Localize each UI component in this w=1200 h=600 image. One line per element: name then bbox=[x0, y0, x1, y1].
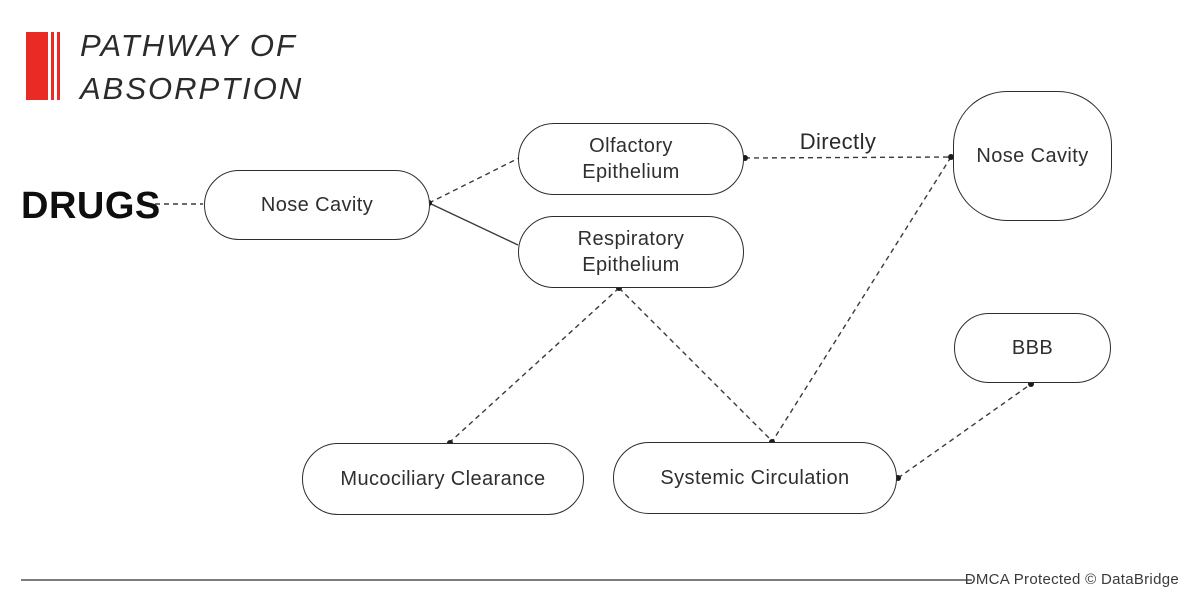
dmca-copyright-text: DMCA Protected © DataBridge bbox=[964, 571, 1179, 588]
node-label: Systemic Circulation bbox=[660, 467, 850, 489]
node-olfactory-epithelium: Olfactory Epithelium bbox=[518, 123, 744, 195]
node-label: Respiratory Epithelium bbox=[577, 228, 685, 276]
logo-bar bbox=[51, 32, 54, 100]
edge-nose-left-to-respiratory bbox=[428, 202, 519, 246]
edge-olfactory-to-nose-right bbox=[744, 156, 952, 159]
node-nose-cavity-right: Nose Cavity bbox=[953, 91, 1112, 221]
node-label: Mucociliary Clearance bbox=[340, 468, 546, 490]
node-respiratory-epithelium: Respiratory Epithelium bbox=[518, 216, 744, 288]
footer-divider bbox=[21, 579, 972, 581]
node-nose-cavity-left: Nose Cavity bbox=[204, 170, 430, 240]
node-label: Nose Cavity bbox=[260, 194, 374, 216]
node-mucociliary-clearance: Mucociliary Clearance bbox=[302, 443, 584, 515]
edge-respiratory-to-systemic bbox=[618, 287, 773, 442]
page-title-line1: PATHWAY OF bbox=[80, 28, 297, 63]
connector-dot bbox=[948, 154, 954, 160]
node-systemic-circulation: Systemic Circulation bbox=[613, 442, 897, 514]
logo-bar bbox=[57, 32, 60, 100]
edge-label-directly: Directly bbox=[799, 129, 877, 154]
edge-nose-right-to-systemic bbox=[771, 156, 952, 443]
edge-respiratory-to-mucociliary bbox=[449, 287, 620, 443]
page-title: PATHWAY OF ABSORPTION bbox=[80, 24, 303, 110]
node-label: BBB bbox=[1011, 337, 1054, 359]
node-label: Nose Cavity bbox=[976, 145, 1089, 167]
node-bbb: BBB bbox=[954, 313, 1111, 383]
page-title-line2: ABSORPTION bbox=[80, 71, 304, 106]
edge-systemic-to-bbb bbox=[897, 383, 1032, 479]
edge-nose-left-to-olfactory bbox=[428, 157, 520, 204]
logo-bar bbox=[26, 32, 48, 100]
brand-logo-icon bbox=[26, 32, 63, 100]
drugs-label: DRUGS bbox=[21, 185, 161, 227]
node-label: Olfactory Epithelium bbox=[582, 135, 680, 183]
